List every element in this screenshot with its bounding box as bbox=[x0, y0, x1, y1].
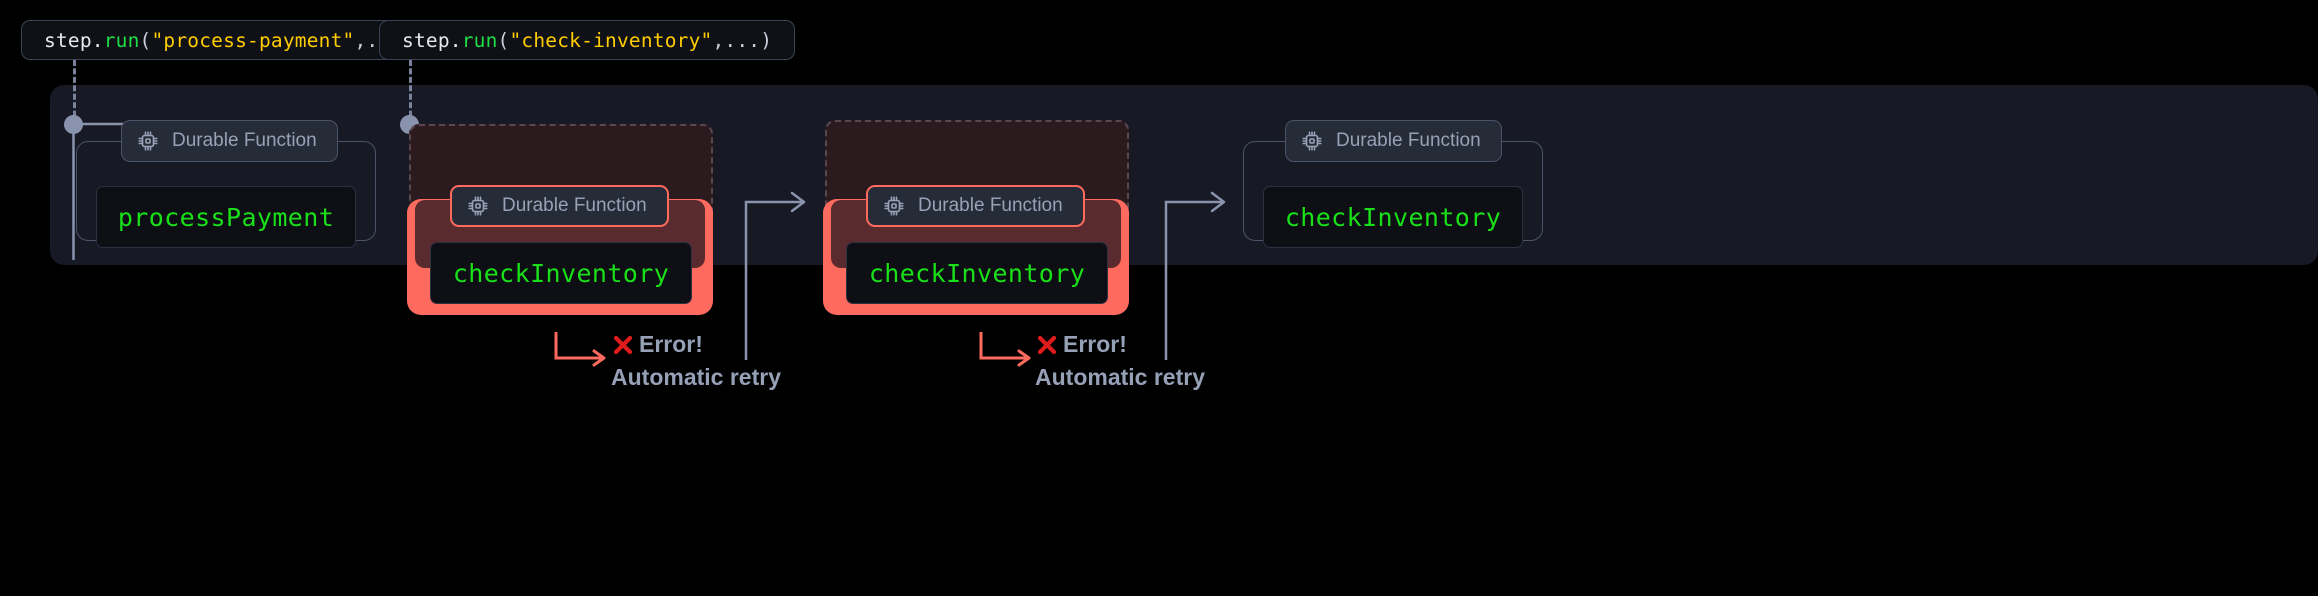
callout-2-fn: run bbox=[461, 28, 498, 52]
block-2-code-text: checkInventory bbox=[452, 258, 670, 288]
error-2-label: Error! bbox=[1063, 331, 1127, 357]
block-2-badge-label: Durable Function bbox=[502, 195, 647, 216]
callout-1-open: ( bbox=[139, 28, 152, 52]
block-check-inventory-success[interactable]: Durable Function checkInventory bbox=[1243, 120, 1543, 248]
block-1-code-text: processPayment bbox=[117, 202, 335, 232]
error-2-retry-label: Automatic retry bbox=[1035, 364, 1205, 390]
connector-retry-2 bbox=[1164, 191, 1226, 360]
block-2-code: checkInventory bbox=[430, 242, 692, 304]
x-mark-icon bbox=[613, 335, 633, 354]
cpu-chip-icon bbox=[138, 131, 158, 151]
block-3-code-text: checkInventory bbox=[868, 258, 1086, 288]
cpu-chip-icon bbox=[468, 196, 488, 216]
callout-1-drop-line bbox=[73, 60, 76, 125]
x-mark-icon bbox=[1037, 335, 1057, 354]
block-2-badge[interactable]: Durable Function bbox=[450, 185, 669, 227]
error-1-retry-label: Automatic retry bbox=[611, 364, 781, 390]
callout-1-comma: , bbox=[354, 28, 367, 52]
block-process-payment[interactable]: Durable Function processPayment bbox=[76, 120, 376, 248]
callout-2-object: step. bbox=[402, 28, 462, 52]
cpu-chip-icon bbox=[884, 196, 904, 216]
callout-2-rest: ...) bbox=[724, 28, 773, 52]
block-4-badge[interactable]: Durable Function bbox=[1285, 120, 1502, 162]
callout-2-comma: , bbox=[712, 28, 725, 52]
block-1-code: processPayment bbox=[96, 186, 356, 248]
error-1: Error! Automatic retry bbox=[611, 331, 781, 391]
callout-1-object: step. bbox=[44, 28, 104, 52]
block-3-code: checkInventory bbox=[846, 242, 1108, 304]
block-4-badge-label: Durable Function bbox=[1336, 130, 1481, 151]
cpu-chip-icon bbox=[1302, 131, 1322, 151]
connector-retry-1 bbox=[744, 191, 806, 360]
block-check-inventory-attempt-1[interactable]: Durable Function checkInventory bbox=[430, 185, 692, 304]
callout-1-fn: run bbox=[103, 28, 140, 52]
block-1-badge-label: Durable Function bbox=[172, 130, 317, 151]
callout-check-inventory: step.run("check-inventory", ...) bbox=[379, 20, 796, 60]
block-check-inventory-attempt-2[interactable]: Durable Function checkInventory bbox=[846, 185, 1108, 304]
error-1-label: Error! bbox=[639, 331, 703, 357]
block-3-badge[interactable]: Durable Function bbox=[866, 185, 1085, 227]
callout-2-open: ( bbox=[497, 28, 510, 52]
error-1-line1-row: Error! bbox=[611, 331, 781, 358]
block-1-badge[interactable]: Durable Function bbox=[121, 120, 338, 162]
error-2-arrow bbox=[979, 332, 1031, 367]
callout-2-string: "check-inventory" bbox=[509, 28, 713, 52]
block-3-badge-label: Durable Function bbox=[918, 195, 1063, 216]
block-4-code: checkInventory bbox=[1263, 186, 1523, 248]
error-1-arrow bbox=[554, 332, 606, 367]
block-4-code-text: checkInventory bbox=[1284, 202, 1502, 232]
callout-process-payment: step.run("process-payment", ...) bbox=[21, 20, 438, 60]
callout-2-drop-line bbox=[409, 60, 412, 125]
error-2-line1-row: Error! bbox=[1035, 331, 1205, 358]
error-2: Error! Automatic retry bbox=[1035, 331, 1205, 391]
callout-1-string: "process-payment" bbox=[151, 28, 355, 52]
